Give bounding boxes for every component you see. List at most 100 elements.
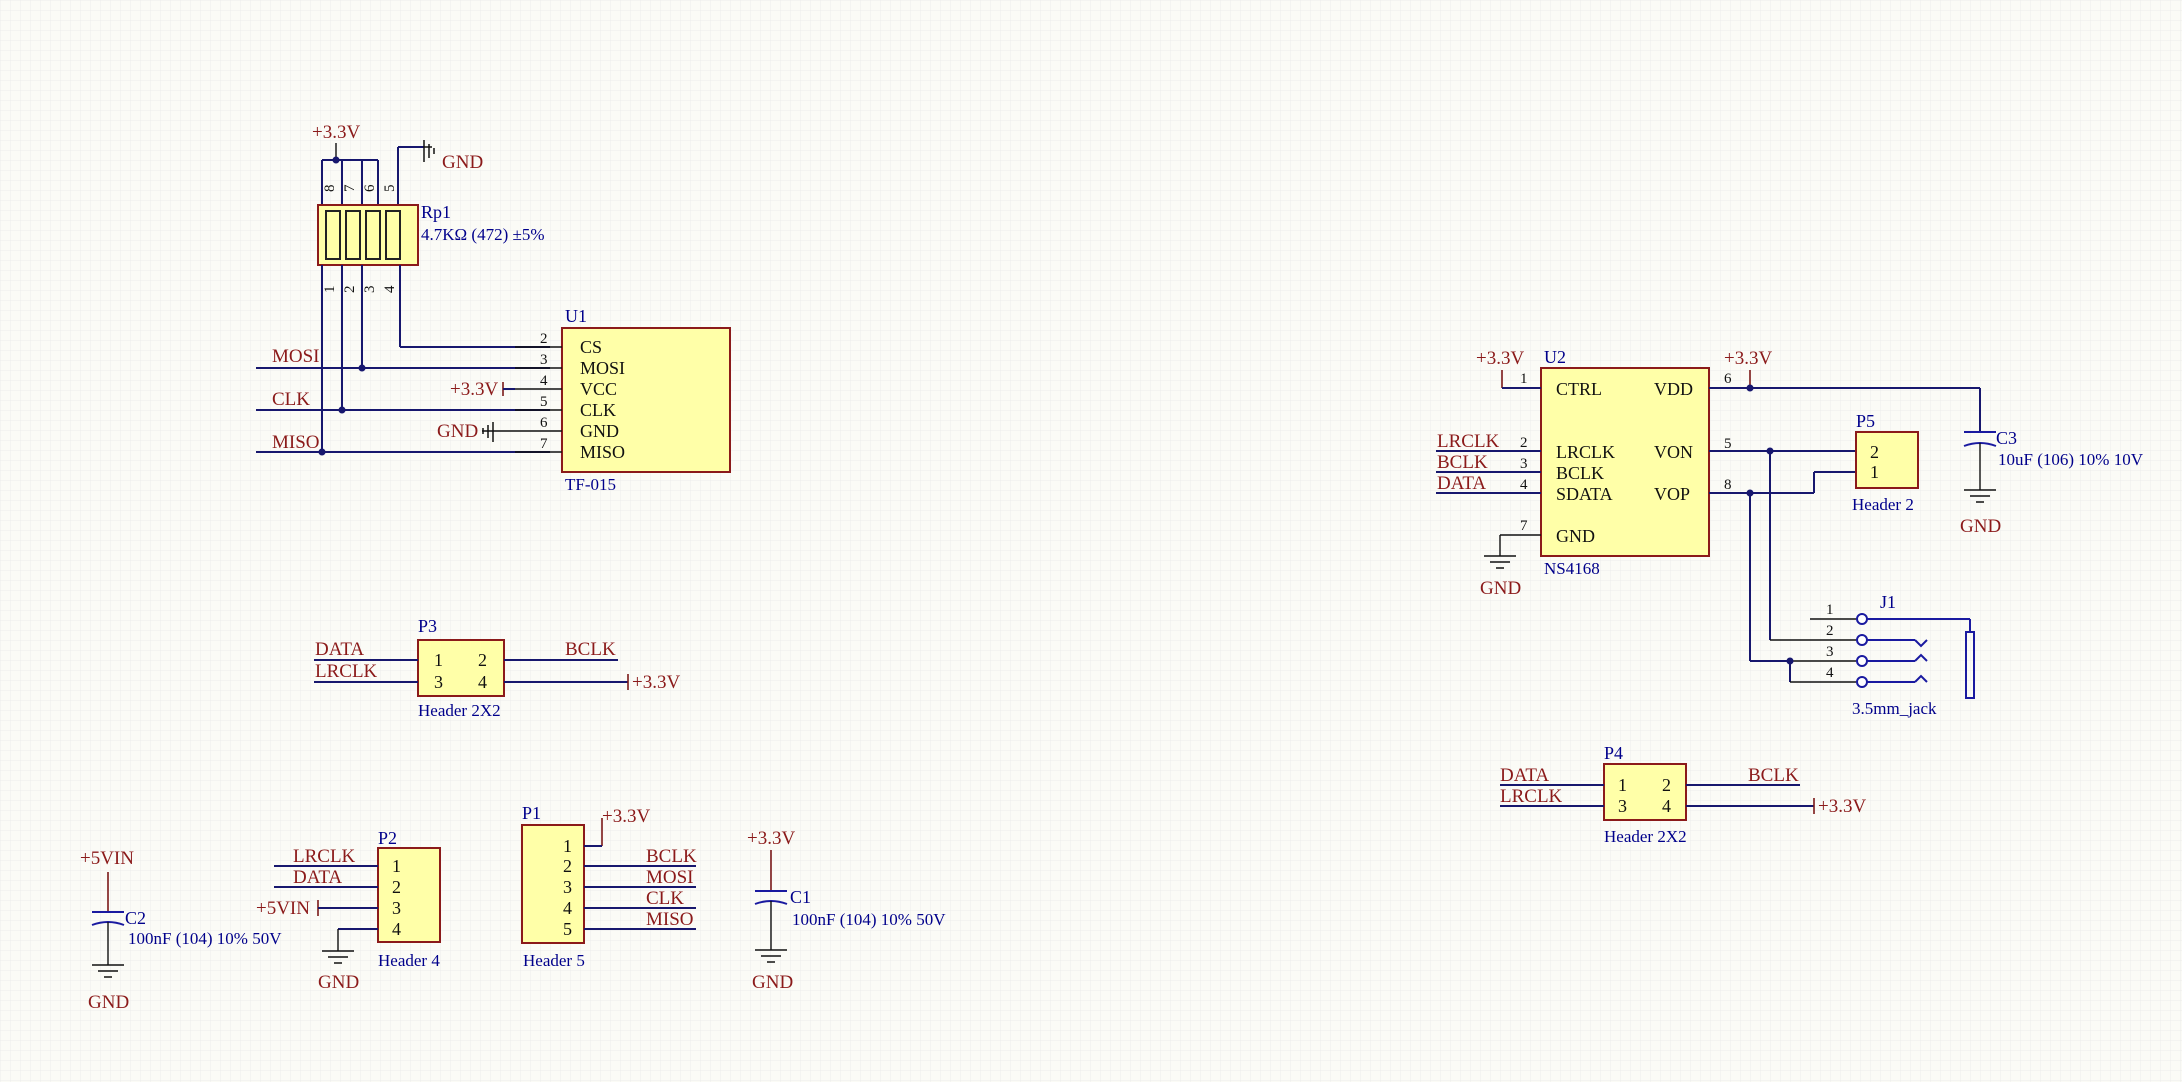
p4-power-label: +3.3V: [1818, 796, 1866, 817]
p5-designator: P5: [1856, 411, 1875, 431]
p1-pin-1: 1: [563, 836, 572, 856]
u1-net-clk: CLK: [272, 389, 310, 410]
u1-pin-num-3: 4: [540, 373, 548, 389]
p3-pin-1: 1: [434, 650, 443, 670]
rp1-pin-top-4: 5: [382, 185, 398, 193]
p2-pin-2: 2: [392, 877, 401, 897]
p1-pin-3: 3: [563, 877, 572, 897]
j1-designator: J1: [1880, 592, 1896, 612]
p3-pin-2: 2: [478, 650, 487, 670]
rp1-gnd-label: GND: [442, 152, 483, 173]
u2-ctrl-power-label: +3.3V: [1476, 348, 1524, 369]
p1-pin-5: 5: [563, 919, 572, 939]
u2-right-pin-num-2: 5: [1724, 436, 1732, 452]
u1-pin-num-6: 7: [540, 436, 548, 452]
rp1-pin-top-3: 6: [362, 184, 378, 192]
p1-net-clk: CLK: [646, 888, 684, 909]
p1-net-miso: MISO: [646, 909, 694, 930]
p2-net-data: DATA: [293, 867, 342, 888]
rp1-power-label: +3.3V: [312, 122, 360, 143]
c1-component[interactable]: +3.3V GND C1 100nF (104) 10% 50V: [747, 828, 946, 993]
u2-part: NS4168: [1544, 559, 1600, 578]
p4-part: Header 2X2: [1604, 827, 1687, 846]
rp1-designator: Rp1: [421, 202, 451, 222]
c2-component[interactable]: +5VIN GND C2 100nF (104) 10% 50V: [80, 848, 282, 1013]
p5-part: Header 2: [1852, 495, 1914, 514]
u2-right-pin-name-3: VOP: [1654, 484, 1690, 504]
u2-left-pin-num-5: 7: [1520, 518, 1528, 534]
u2-right-pin-num-1: 6: [1724, 371, 1732, 387]
j1-part: 3.5mm_jack: [1852, 699, 1937, 718]
u1-pin-num-1: 2: [540, 331, 548, 347]
c1-power-label: +3.3V: [747, 828, 795, 849]
p2-pin-1: 1: [392, 856, 401, 876]
p1-pin-4: 4: [563, 898, 572, 918]
p1-designator: P1: [522, 803, 541, 823]
p3-pin-3: 3: [434, 672, 443, 692]
u2-left-pin-name-1: CTRL: [1556, 379, 1602, 399]
p5-pin-2: 2: [1870, 442, 1879, 462]
u2-left-pin-num-2: 2: [1520, 435, 1528, 451]
p3-component[interactable]: P3 Header 2X2 DATA LRCLK BCLK +3.3V 1 2 …: [314, 616, 680, 720]
p4-pin-1: 1: [1618, 775, 1627, 795]
u1-pin-name-2: MOSI: [580, 358, 625, 378]
p4-net-lrclk: LRCLK: [1500, 786, 1563, 807]
j1-component[interactable]: J1 1 2 3 4 3.5mm_jack: [1750, 592, 1975, 718]
p2-net-lrclk: LRCLK: [293, 846, 356, 867]
u1-vcc-label: +3.3V: [450, 379, 498, 400]
u1-pin-name-4: CLK: [580, 400, 616, 420]
p5-component[interactable]: P5 Header 2 2 1: [1852, 411, 1919, 514]
u2-net-bclk: BCLK: [1437, 452, 1488, 473]
u1-pin-name-3: VCC: [580, 379, 617, 399]
rp1-pin-bottom-4: 4: [382, 285, 398, 293]
u1-designator: U1: [565, 306, 587, 326]
u2-left-pin-num-3: 3: [1520, 456, 1528, 472]
c3-designator: C3: [1996, 428, 2017, 448]
u1-pin-num-4: 5: [540, 394, 548, 410]
j1-pin-3: 3: [1826, 644, 1834, 660]
c1-designator: C1: [790, 887, 811, 907]
j1-pin-4: 4: [1826, 665, 1834, 681]
c3-value: 10uF (106) 10% 10V: [1998, 450, 2144, 469]
p3-power-label: +3.3V: [632, 672, 680, 693]
p5-pin-1: 1: [1870, 462, 1879, 482]
rp1-component[interactable]: +3.3V GND 8 7 6 5 Rp1 4.7KΩ (472) ±5% 1 …: [312, 122, 550, 456]
u1-component[interactable]: U1 TF-015 MOSI CLK MISO +3.3V GND 2 CS 3…: [256, 306, 731, 494]
u2-left-pin-num-1: 1: [1520, 371, 1528, 387]
c2-designator: C2: [125, 908, 146, 928]
c3-component[interactable]: GND C3 10uF (106) 10% 10V: [1960, 428, 2144, 537]
p1-part: Header 5: [523, 951, 585, 970]
p4-pin-2: 2: [1662, 775, 1671, 795]
p1-net-mosi: MOSI: [646, 867, 694, 888]
u2-net-data: DATA: [1437, 473, 1486, 494]
p4-net-data: DATA: [1500, 765, 1549, 786]
j1-pin-2: 2: [1826, 623, 1834, 639]
u1-pin-num-5: 6: [540, 415, 548, 431]
c2-power-label: +5VIN: [80, 848, 134, 869]
u1-pin-name-5: GND: [580, 421, 619, 441]
rp1-pin-top-2: 7: [342, 184, 358, 192]
p1-net-bclk: BCLK: [646, 846, 697, 867]
p4-component[interactable]: P4 Header 2X2 DATA LRCLK BCLK +3.3V 1 2 …: [1500, 743, 1866, 846]
p2-component[interactable]: P2 Header 4 LRCLK DATA +5VIN GND 1 2 3 4: [256, 828, 441, 993]
c1-value: 100nF (104) 10% 50V: [792, 910, 946, 929]
p3-part: Header 2X2: [418, 701, 501, 720]
p1-component[interactable]: P1 Header 5 +3.3V BCLK MOSI CLK MISO 1 2…: [521, 803, 697, 970]
u2-net-lrclk: LRCLK: [1437, 431, 1500, 452]
u1-gnd-label: GND: [437, 421, 478, 442]
p3-net-lrclk: LRCLK: [315, 661, 378, 682]
c3-gnd-label: GND: [1960, 516, 2001, 537]
p4-designator: P4: [1604, 743, 1623, 763]
u2-component[interactable]: U2 NS4168 +3.3V 1 CTRL LRCLK 2 LRCLK BCL…: [1436, 347, 1981, 661]
p3-designator: P3: [418, 616, 437, 636]
p3-net-data: DATA: [315, 639, 364, 660]
p3-net-bclk: BCLK: [565, 639, 616, 660]
rp1-pin-bottom-3: 3: [362, 286, 378, 294]
u1-part: TF-015: [565, 475, 616, 494]
p2-pin-3: 3: [392, 898, 401, 918]
u2-left-pin-name-5: GND: [1556, 526, 1595, 546]
p2-part: Header 4: [378, 951, 440, 970]
j1-pin-1: 1: [1826, 602, 1834, 618]
